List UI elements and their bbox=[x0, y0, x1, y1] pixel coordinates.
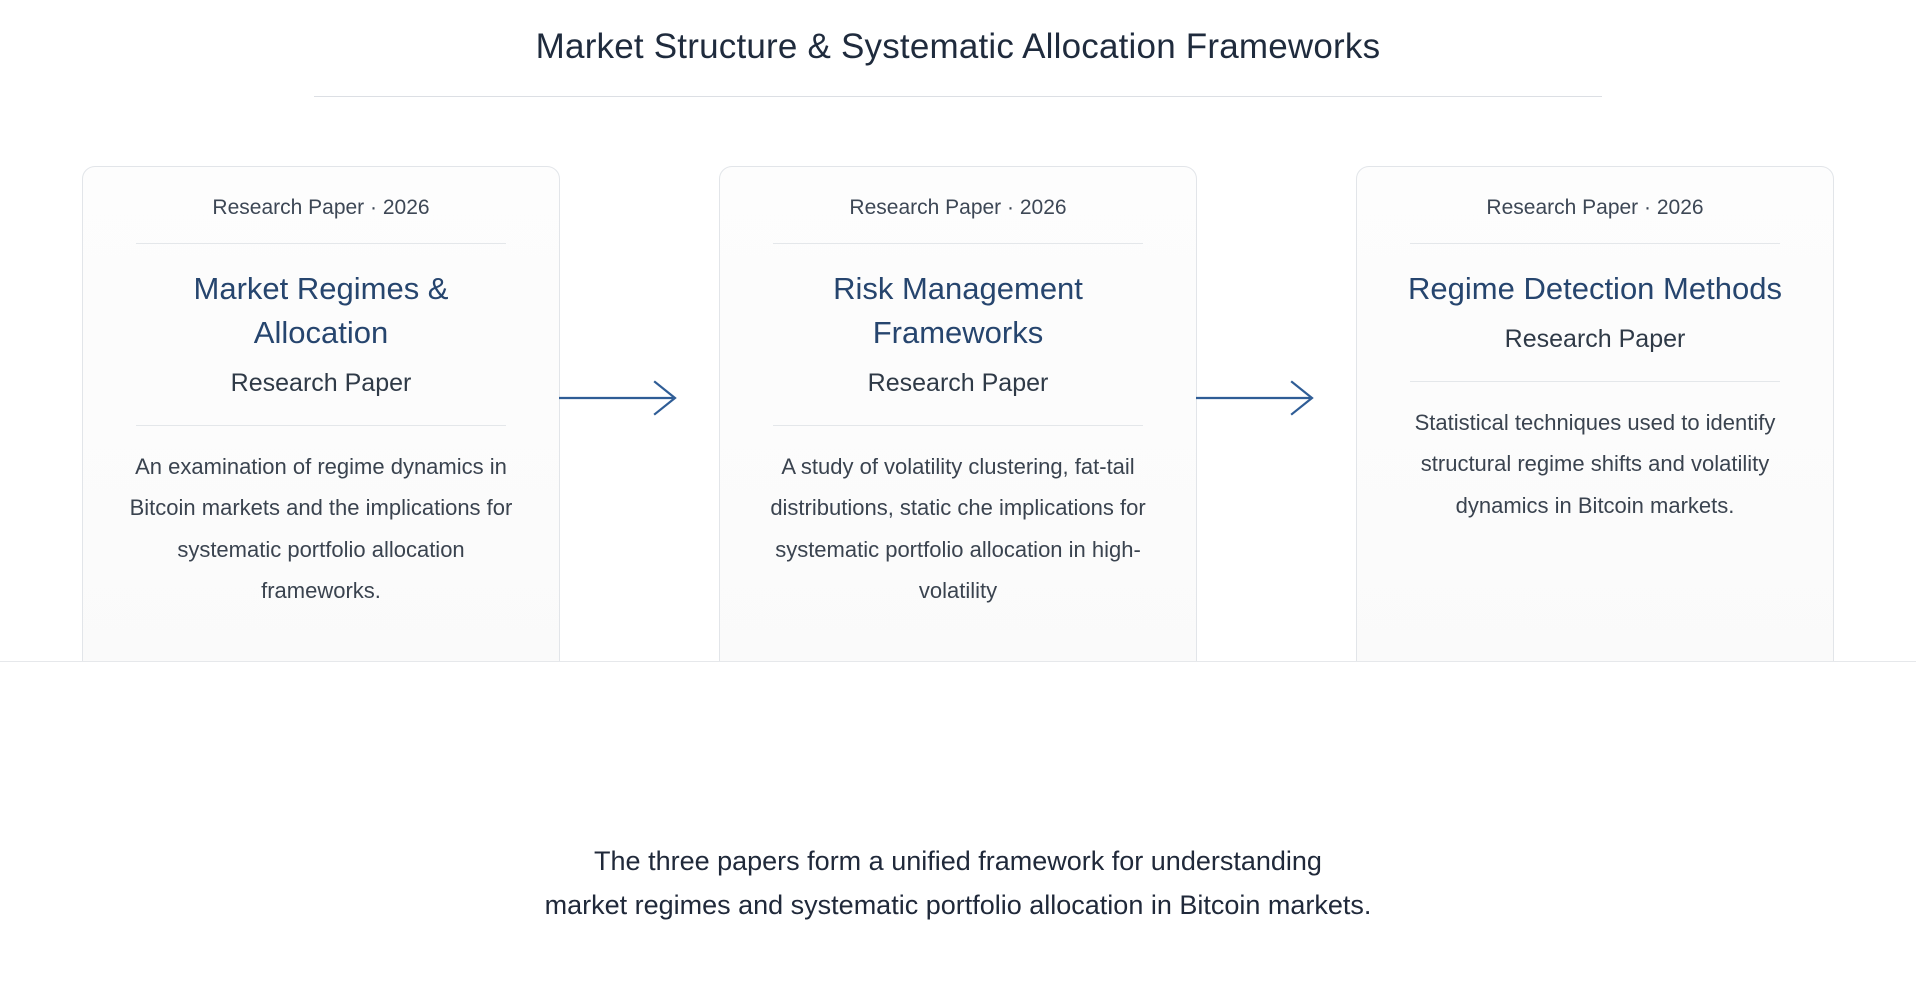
card-divider-top bbox=[773, 243, 1143, 245]
card-divider-bottom bbox=[773, 424, 1143, 426]
card-title: Risk Management Frameworks bbox=[833, 271, 1083, 351]
arrow-right-icon bbox=[559, 380, 677, 416]
card-description: A study of volatility clustering, fat-ta… bbox=[770, 453, 1146, 603]
card-divider-bottom bbox=[136, 424, 506, 426]
paper-card-row: Research Paper · 2026 Market Regimes & A… bbox=[0, 166, 1916, 662]
paper-card-1[interactable]: Research Paper · 2026 Market Regimes & A… bbox=[82, 166, 560, 662]
page-header: Market Structure & Systematic Allocation… bbox=[0, 0, 1916, 97]
paper-card-2[interactable]: Research Paper · 2026 Risk Management Fr… bbox=[719, 166, 1197, 662]
card-description: Statistical techniques used to identify … bbox=[1414, 409, 1776, 518]
card-subtitle: Research Paper bbox=[867, 369, 1049, 398]
title-divider bbox=[314, 96, 1602, 97]
page-title: Market Structure & Systematic Allocation… bbox=[535, 27, 1381, 66]
card-description: An examination of regime dynamics in Bit… bbox=[129, 453, 513, 603]
section-divider bbox=[0, 661, 1916, 662]
card-divider-bottom bbox=[1410, 380, 1780, 382]
card-eyebrow: Research Paper · 2026 bbox=[1486, 196, 1704, 219]
card-subtitle: Research Paper bbox=[230, 369, 412, 398]
card-divider-top bbox=[136, 243, 506, 245]
arrow-right-icon bbox=[1196, 380, 1314, 416]
footer-line-1: The three papers form a unified framewor… bbox=[594, 846, 1322, 876]
card-divider-top bbox=[1410, 243, 1780, 245]
card-title: Regime Detection Methods bbox=[1408, 271, 1782, 307]
footer-line-2: market regimes and systematic portfolio … bbox=[544, 889, 1372, 920]
paper-card-3[interactable]: Research Paper · 2026 Regime Detection M… bbox=[1356, 166, 1834, 662]
card-subtitle: Research Paper bbox=[1504, 325, 1686, 354]
card-eyebrow: Research Paper · 2026 bbox=[849, 196, 1067, 219]
footer-caption: The three papers form a unified framewor… bbox=[0, 840, 1916, 927]
card-eyebrow: Research Paper · 2026 bbox=[212, 196, 430, 219]
card-title: Market Regimes & Allocation bbox=[193, 271, 449, 351]
